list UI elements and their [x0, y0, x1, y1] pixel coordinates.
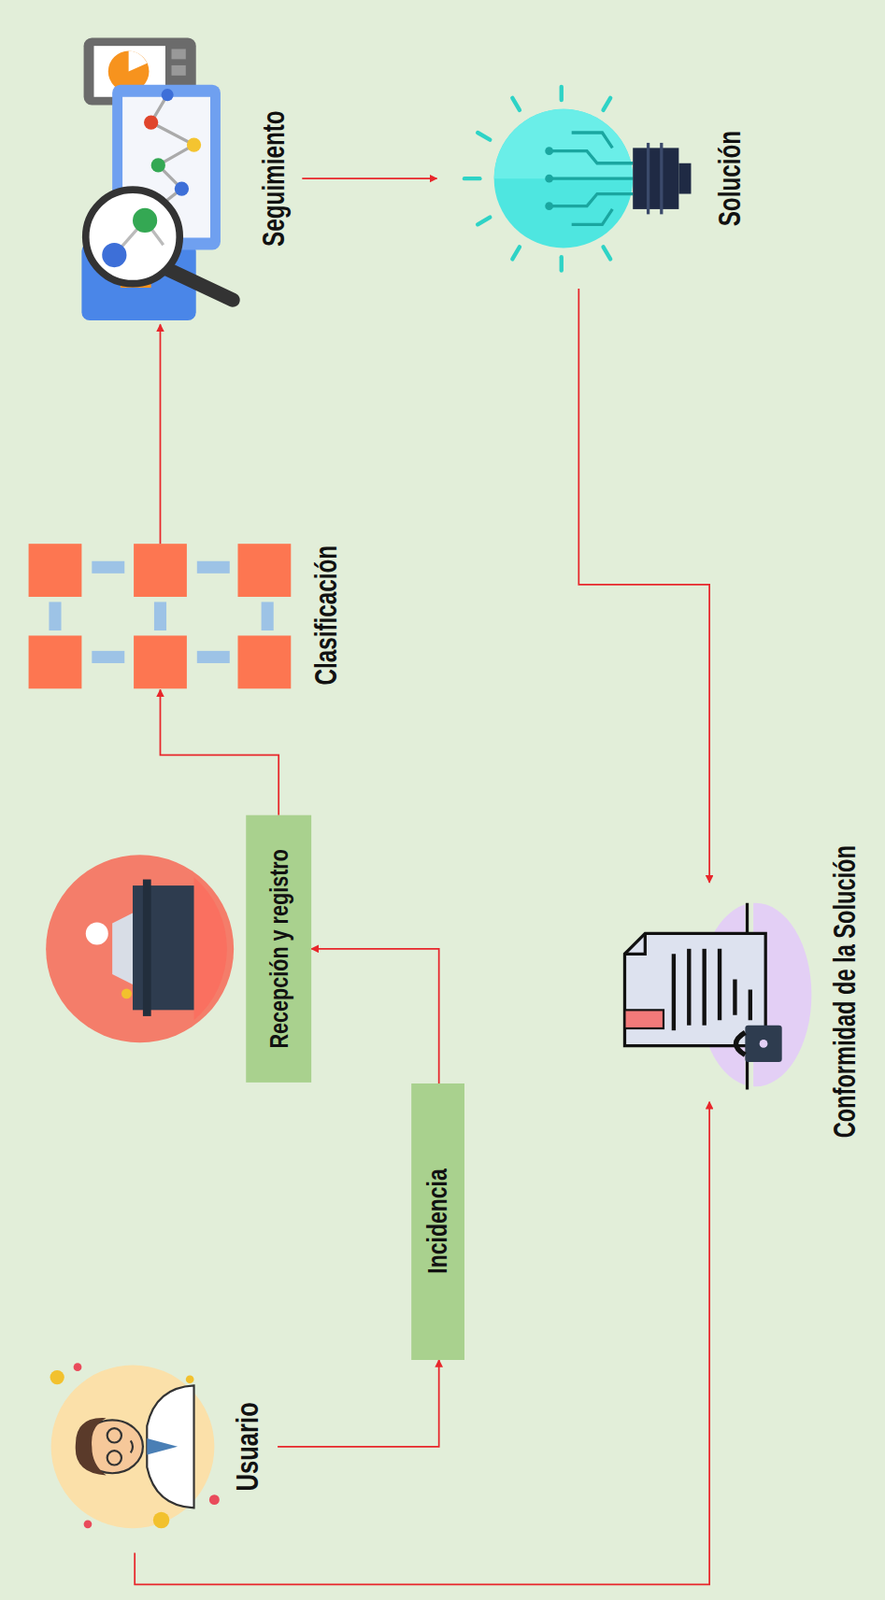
node-label: Seguimiento [257, 110, 289, 247]
flow-arrow [311, 949, 440, 1085]
node-label: Clasificación [311, 545, 343, 686]
node-label: Recepción y registro [265, 849, 292, 1050]
step-node: Clasificación [28, 543, 343, 690]
step-node: Solución [436, 86, 756, 289]
node-label: Conformidad de la Solución [829, 845, 861, 1139]
flow-arrow [578, 288, 710, 884]
step-node: Seguimiento [81, 32, 302, 325]
node-label: Usuario [232, 1402, 264, 1492]
node-label: Incidencia [424, 1169, 452, 1275]
flow-arrow [159, 689, 279, 815]
bulb-body [494, 109, 692, 249]
actor-node: Usuario [48, 1362, 278, 1554]
tracking-icon [81, 37, 233, 321]
flow-arrow [277, 1360, 440, 1448]
flow-arrow [159, 324, 162, 544]
document-icon [624, 903, 812, 1091]
reception-icon [45, 855, 234, 1043]
user-icon [50, 1363, 220, 1529]
classification-grid [28, 543, 292, 689]
process-box: Recepción y registro [245, 815, 312, 1084]
process-box: Incidencia [411, 1084, 465, 1361]
flow-arrow [301, 177, 437, 180]
node-label: Solución [714, 130, 746, 227]
step-node: Conformidad de la Solución [617, 883, 869, 1103]
